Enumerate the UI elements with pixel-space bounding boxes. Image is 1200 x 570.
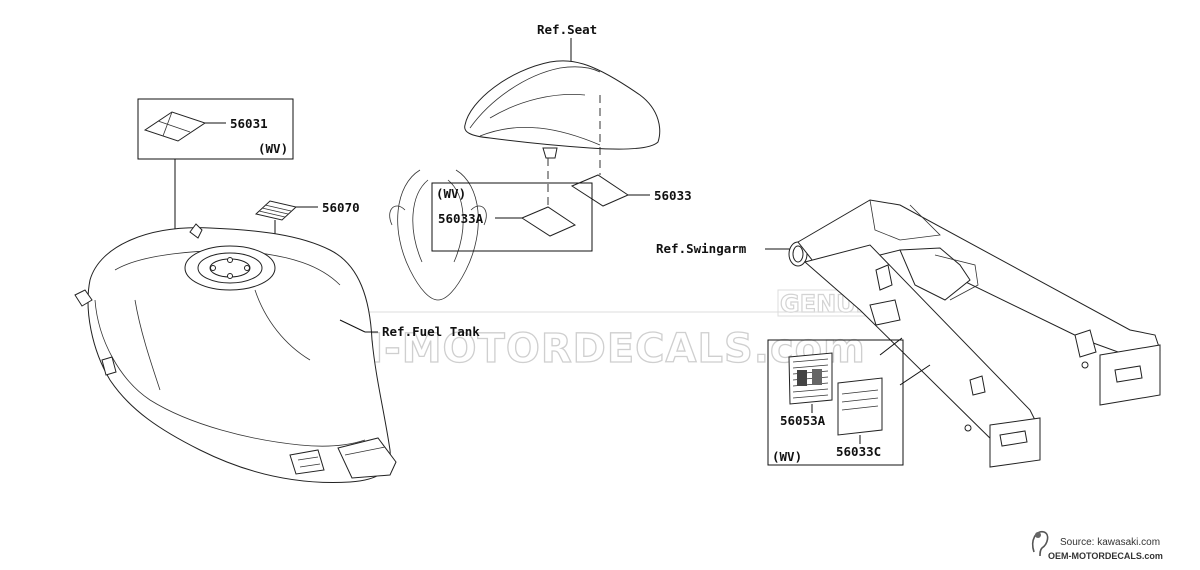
decal-56033c-icon xyxy=(837,377,883,436)
part-number-56033: 56033 xyxy=(654,188,692,203)
swingarm: Ref.Swingarm xyxy=(656,199,1161,468)
part-number-56033c: 56033C xyxy=(836,444,881,459)
ref-swingarm-label: Ref.Swingarm xyxy=(656,241,747,256)
label-56053a-56033c-group: 56053A 56033C (WV) xyxy=(767,339,904,466)
source-credit: Source: kawasaki.com OEM-MOTORDECALS.com xyxy=(1031,530,1163,561)
wv-tag-1: (WV) xyxy=(258,141,288,156)
part-number-56053a: 56053A xyxy=(780,413,826,428)
logo-dot-icon xyxy=(1035,532,1041,538)
part-number-56031: 56031 xyxy=(230,116,268,131)
wv-tag-2: (WV) xyxy=(436,186,466,201)
label-56031-group: 56031 (WV) xyxy=(137,98,294,248)
decal-56033a-icon xyxy=(520,206,577,237)
label-56070-group: 56070 xyxy=(254,200,360,285)
logo-icon xyxy=(1031,530,1049,557)
wv-tag-3: (WV) xyxy=(772,449,802,464)
part-number-56033a: 56033A xyxy=(438,211,484,226)
ref-seat-label: Ref.Seat xyxy=(537,22,597,37)
fuel-tank: Ref.Fuel Tank xyxy=(74,223,480,483)
label-56033a-group: (WV) 56033A xyxy=(431,182,593,252)
seat: Ref.Seat xyxy=(464,22,661,208)
ref-fuel-tank-label: Ref.Fuel Tank xyxy=(382,324,480,339)
source-line-1: Source: kawasaki.com xyxy=(1060,537,1160,548)
decal-56033-icon xyxy=(570,174,630,207)
label-56033-group: 56033 xyxy=(570,174,692,207)
label-56031-box xyxy=(137,98,294,160)
source-line-2: OEM-MOTORDECALS.com xyxy=(1048,551,1163,561)
label-56033a-box xyxy=(431,182,593,252)
label-swingarm-box xyxy=(767,339,904,466)
part-number-56070: 56070 xyxy=(322,200,360,215)
